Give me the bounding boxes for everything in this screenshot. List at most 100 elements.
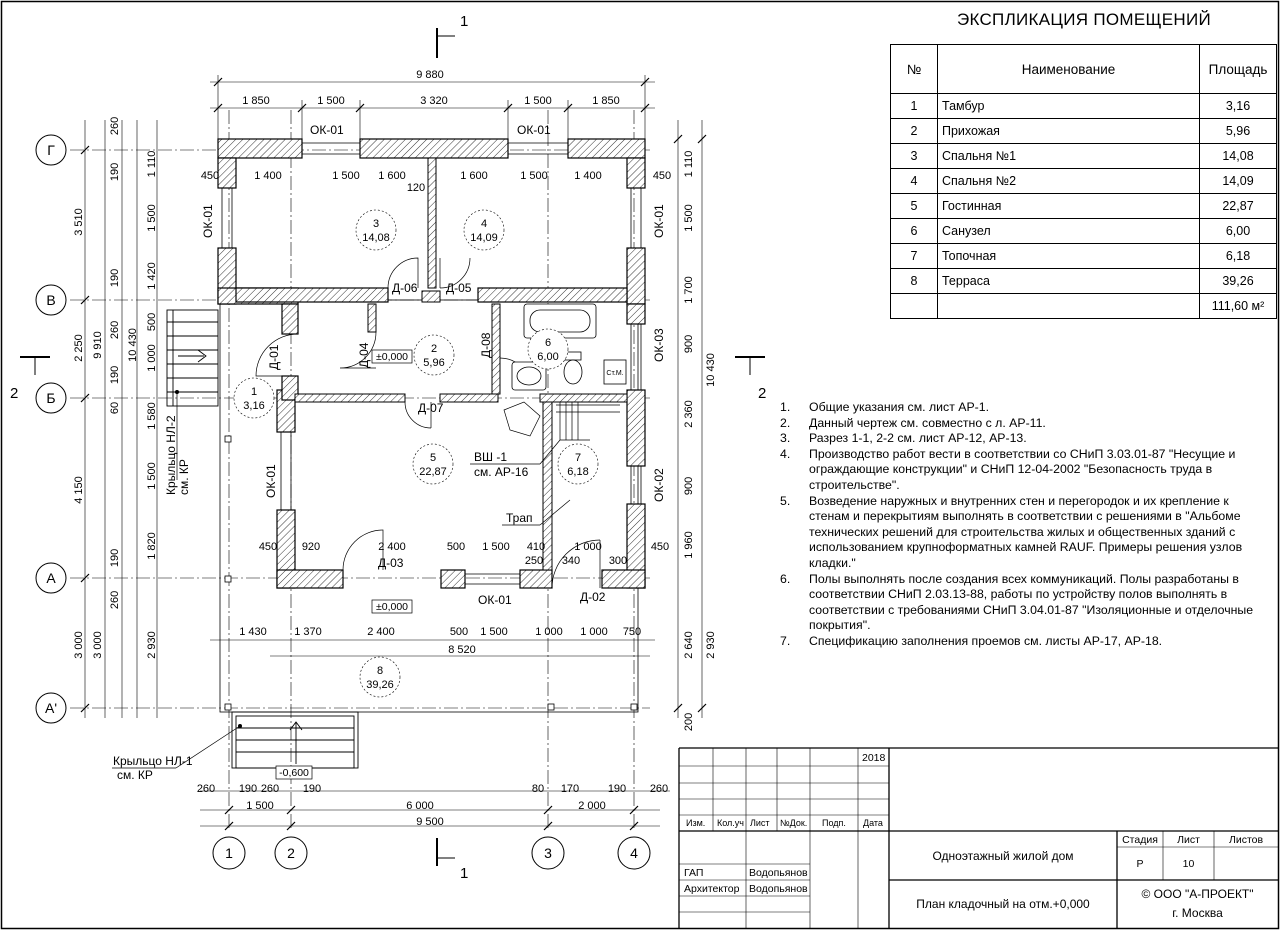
window-label-ok01-top-left: ОК-01: [310, 123, 344, 137]
explication-table: № Наименование Площадь 1 Тамбур 3,16 2 П…: [890, 44, 1277, 319]
axis-label-a: А: [46, 570, 56, 586]
tb-role-gap: ГАП: [684, 867, 704, 879]
dim-right-4: 900: [683, 335, 695, 353]
dim-left-mid-1: 260: [109, 117, 121, 135]
cell-name-empty: [937, 293, 1200, 319]
table-row: 4 Спальня №2 14,09: [890, 168, 1277, 194]
note-text: Общие указания см. лист АР-1.: [809, 400, 989, 414]
table-total-row: 111,60 м²: [890, 293, 1277, 319]
dim-left-mid-9: 3 000: [92, 631, 104, 659]
window-label-ok01-top-right: ОК-01: [517, 123, 551, 137]
tb-year: 2018: [862, 752, 886, 764]
dim-top-5: 1 850: [592, 95, 620, 107]
dim-row1-1: 450: [201, 170, 219, 182]
section-mark-bottom: 1: [460, 865, 468, 882]
cell-area: 14,08: [1199, 143, 1277, 169]
dim-left-in-8: 1 820: [146, 532, 158, 560]
note-text: Разрез 1-1, 2-2 см. лист АР-12, АР-13.: [809, 431, 1027, 446]
dim-top-overall: 9 880: [416, 69, 444, 81]
boiler-box-label: Ст.М.: [606, 370, 623, 377]
cell-no: 4: [890, 168, 938, 194]
note-item: 2.Данный чертеж см. совместно с л. АР-11…: [776, 416, 1256, 432]
room-7-number: 7: [575, 452, 581, 464]
window-label-ok02: ОК-02: [652, 468, 666, 502]
tb-header-podp: Подп.: [822, 818, 846, 828]
note-item: 4.Производство работ вести в соответстви…: [776, 447, 1256, 494]
window-label-ok01-right: ОК-01: [652, 204, 666, 238]
note-text: Возведение наружных и внутренних стен и …: [809, 493, 1243, 570]
dim-ter-7: 1 000: [580, 626, 608, 638]
dim-row1-6: 120: [407, 182, 425, 194]
note-item: 1.Общие указания см. лист АР-1.: [776, 400, 1256, 416]
tb-name-gap: Водопьянов: [749, 867, 808, 879]
dim-left-mid-2: 190: [109, 163, 121, 181]
note-text: Спецификацию заполнения проемов см. лист…: [809, 633, 1163, 648]
window-label-ok01-lower-left: ОК-01: [264, 464, 278, 498]
cell-name: Спальня №2: [937, 168, 1200, 194]
dim-top-1: 1 850: [242, 95, 270, 107]
dim-left-mid-8: 260: [109, 591, 121, 609]
cell-name: Спальня №1: [937, 143, 1200, 169]
dim-bs-5: 80: [532, 783, 544, 795]
callout-porch1-2: см. КР: [117, 768, 153, 782]
callout-vsh-1: ВШ -1: [474, 450, 507, 464]
door-label-d03: Д-03: [378, 556, 404, 570]
dim-left-overall: 9 910: [92, 331, 104, 359]
room-5-area: 22,87: [419, 466, 447, 478]
tb-sheet-title: План кладочный на отм.+0,000: [916, 897, 1090, 911]
dim-left-outer-1: 3 510: [73, 208, 85, 236]
cell-total-area: 111,60 м²: [1199, 293, 1277, 319]
dim-right-9: 200: [683, 713, 695, 731]
axis-label-v: В: [46, 292, 55, 308]
cell-no: 6: [890, 218, 938, 244]
tb-name-architect: Водопьянов: [749, 883, 808, 895]
note-item: 3. Разрез 1-1, 2-2 см. лист АР-12, АР-13.: [776, 431, 1256, 447]
table-row: 7 Топочная 6,18: [890, 243, 1277, 269]
dim-left-in-2: 1 500: [146, 204, 158, 232]
dim-bi-11: 300: [609, 555, 627, 567]
tb-company: © ООО "А-ПРОЕКТ": [1141, 887, 1254, 901]
dim-right-2: 1 500: [683, 204, 695, 232]
dim-ter-3: 2 400: [367, 626, 395, 638]
note-text: Данный чертеж см. совместно с л. АР-11.: [809, 415, 1046, 430]
dim-row1-2: 1 400: [254, 170, 282, 182]
cell-no: 1: [890, 93, 938, 119]
dim-row1-5: 1 600: [378, 170, 406, 182]
dim-ter-5: 1 500: [480, 626, 508, 638]
callout-porch1-1: Крыльцо НЛ-1: [113, 754, 193, 768]
note-number: 3.: [780, 431, 791, 446]
tb-stage: Р: [1136, 858, 1144, 870]
tb-sheet-number: 10: [1182, 858, 1195, 870]
note-text: Производство работ вести в соответствии …: [809, 446, 1236, 492]
room-6-area: 6,00: [537, 351, 558, 363]
section-mark-left: 2: [10, 385, 18, 402]
cell-area: 39,26: [1199, 268, 1277, 294]
dim-top-4: 1 500: [524, 95, 552, 107]
dim-bottom-3: 2 000: [578, 800, 606, 812]
tb-header-koluch: Кол.уч: [717, 818, 744, 828]
dim-left-mid-6: 60: [109, 402, 121, 414]
dim-bs-3: 260: [261, 783, 279, 795]
dim-row1-7: 1 600: [460, 170, 488, 182]
note-item: 5.Возведение наружных и внутренних стен …: [776, 494, 1256, 572]
dim-row1-11: 450: [653, 170, 671, 182]
door-label-d01: Д-01: [267, 344, 281, 370]
dim-bi-3: 2 400: [378, 541, 406, 553]
dim-right-7: 1 960: [683, 531, 695, 559]
dim-bottom-overall: 9 500: [416, 816, 444, 828]
dim-top-2: 1 500: [317, 95, 345, 107]
axis-label-3: 3: [544, 845, 552, 861]
tb-stage-label: Стадия: [1122, 834, 1158, 846]
table-row: 8 Терраса 39,26: [890, 268, 1277, 294]
tb-header-data: Дата: [863, 818, 883, 828]
cell-area: 5,96: [1199, 118, 1277, 144]
cell-no: 2: [890, 118, 938, 144]
col-header-no: №: [890, 44, 938, 94]
dim-left-outer-4: 3 000: [73, 631, 85, 659]
tb-project: Одноэтажный жилой дом: [932, 849, 1074, 863]
dim-row1-8: 1 500: [520, 170, 548, 182]
dim-left-in-9: 2 930: [146, 631, 158, 659]
cell-no: 5: [890, 193, 938, 219]
